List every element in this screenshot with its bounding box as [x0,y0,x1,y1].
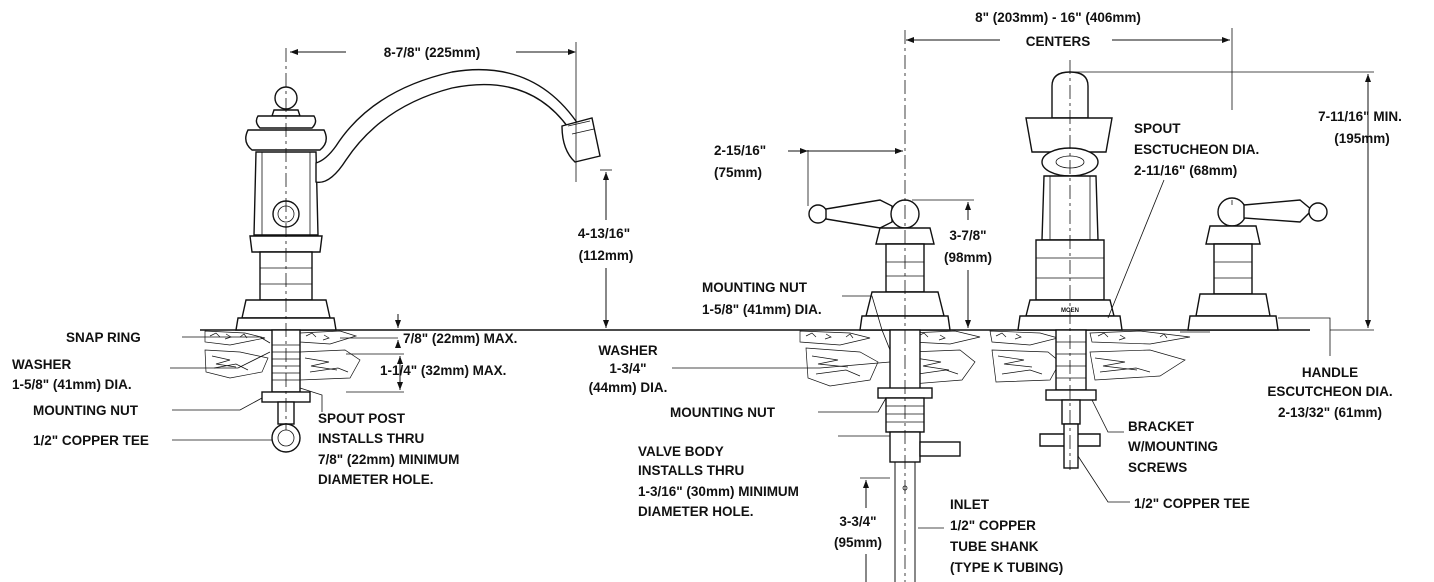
label-washer-mid-a: WASHER [598,343,658,358]
label-bracket-c: SCREWS [1128,460,1187,475]
label-mounting-nut-dia-a: MOUNTING NUT [702,280,808,295]
label-spout-post-c: 7/8" (22mm) MINIMUM [318,452,459,467]
countertop-section-right [989,330,1191,383]
label-spout-height-b: (112mm) [579,248,634,263]
label-bracket-b: W/MOUNTING [1128,439,1218,454]
label-mounting-nut-left: MOUNTING NUT [33,403,139,418]
labels: 8-7/8" (225mm) 8" (203mm) - 16" (406mm) … [12,10,1402,575]
label-shank-len-b: (95mm) [834,535,882,550]
label-handle-height-b: (98mm) [944,250,992,265]
label-inlet-a: INLET [950,497,990,512]
label-spout-escutcheon-b: ESCTUCHEON DIA. [1134,142,1259,157]
label-handle-reach-b: (75mm) [714,165,762,180]
label-spout-escutcheon-c: 2-11/16" (68mm) [1134,163,1237,178]
label-spout-post-d: DIAMETER HOLE. [318,472,434,487]
label-washer-left-b: 1-5/8" (41mm) DIA. [12,377,132,392]
label-handle-reach-a: 2-15/16" [714,143,766,158]
dimension-shank-length [860,477,890,582]
label-centers-line2: CENTERS [1026,34,1091,49]
label-shank-len-a: 3-3/4" [839,514,876,529]
label-mounting-nut-dia-b: 1-5/8" (41mm) DIA. [702,302,822,317]
label-handle-esc-c: 2-13/32" (61mm) [1278,405,1382,420]
label-mounting-nut-mid: MOUNTING NUT [670,405,776,420]
handle-right-view [1187,197,1328,331]
dimension-spout-height [600,169,612,328]
dimension-centers [906,28,1233,205]
label-inlet-b: 1/2" COPPER [950,518,1036,533]
label-spout-escutcheon-a: SPOUT [1134,121,1181,136]
label-deck-max2: 1-1/4" (32mm) MAX. [380,363,506,378]
label-valve-body-a: VALVE BODY [638,444,724,459]
label-centers-line1: 8" (203mm) - 16" (406mm) [975,10,1141,25]
label-valve-body-b: INSTALLS THRU [638,463,744,478]
label-washer-left-a: WASHER [12,357,72,372]
label-valve-body-d: DIAMETER HOLE. [638,504,754,519]
label-handle-esc-b: ESCUTCHEON DIA. [1267,384,1392,399]
label-overall-height-b: (195mm) [1334,131,1390,146]
handle-valve-front-view [808,30,961,582]
leader-lines [170,179,1331,529]
label-inlet-d: (TYPE K TUBING) [950,560,1063,575]
dimension-deck-thickness [340,314,404,393]
countertop-section-left [204,330,361,381]
label-inlet-c: TUBE SHANK [950,539,1039,554]
label-washer-mid-c: (44mm) DIA. [589,380,668,395]
dimension-overall-height [1072,71,1374,331]
label-spout-post-b: INSTALLS THRU [318,431,424,446]
label-deck-max: 7/8" (22mm) MAX. [403,331,517,346]
label-washer-mid-b: 1-3/4" [609,361,646,376]
label-overall-height-a: 7-11/16" MIN. [1318,109,1402,124]
label-spout-height-a: 4-13/16" [578,226,630,241]
label-handle-esc-a: HANDLE [1302,365,1358,380]
dimension-handle-height [912,199,974,328]
label-handle-height-a: 3-7/8" [949,228,986,243]
spout-side-view [235,48,601,453]
label-bracket-a: BRACKET [1128,419,1195,434]
label-copper-tee-left: 1/2" COPPER TEE [33,433,149,448]
label-valve-body-c: 1-3/16" (30mm) MINIMUM [638,484,799,499]
label-spout-reach: 8-7/8" (225mm) [384,45,480,60]
dimension-handle-reach [788,148,903,206]
label-copper-tee-right: 1/2" COPPER TEE [1134,496,1250,511]
label-spout-post-a: SPOUT POST [318,411,406,426]
label-snap-ring: SNAP RING [66,330,141,345]
dimension-spout-reach [290,42,577,182]
spout-front-view: MOEN [1017,60,1123,470]
